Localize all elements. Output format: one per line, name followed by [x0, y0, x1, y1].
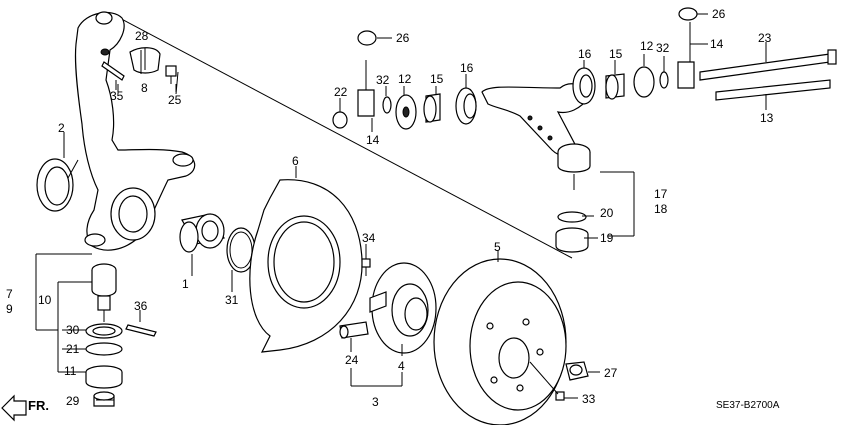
- small-nut: [100, 48, 110, 56]
- callout-1: 1: [182, 277, 189, 291]
- callout-18: 18: [654, 202, 668, 216]
- bushing-16-left: [455, 87, 477, 125]
- cotter-pin: [101, 61, 125, 92]
- callout-14-left: 14: [366, 133, 380, 147]
- sleeve-13: [715, 79, 831, 101]
- drawing-code: SE37-B2700A: [716, 400, 780, 411]
- callout-9: 9: [6, 302, 13, 316]
- boot-clip-ring: [85, 323, 123, 339]
- snap-ring: [85, 342, 123, 356]
- callout-29: 29: [66, 394, 80, 408]
- callout-3: 3: [372, 395, 379, 409]
- bolt-14-left: [357, 60, 375, 117]
- callout-numbers: 1 2 3 4 5 6 7 8 9 10 11 12 12 13 14 14 1…: [6, 7, 774, 409]
- callout-27: 27: [604, 366, 618, 380]
- bushing-12-left: [395, 94, 417, 130]
- callout-2: 2: [58, 121, 65, 135]
- nut-26-right: [678, 7, 698, 21]
- callout-15-left: 15: [430, 72, 444, 86]
- callout-16-left: 16: [460, 61, 474, 75]
- callout-26-left: 26: [396, 31, 410, 45]
- callout-4: 4: [398, 359, 405, 373]
- callout-5: 5: [494, 240, 501, 254]
- callout-33: 33: [582, 392, 596, 406]
- bolt-14-right: [677, 22, 695, 89]
- washer-32-right: [659, 71, 669, 89]
- callout-8: 8: [141, 81, 148, 95]
- bushing-15-left: [423, 93, 441, 123]
- callout-32-left: 32: [376, 73, 390, 87]
- callout-7: 7: [6, 287, 13, 301]
- front-hub: [369, 262, 437, 354]
- callout-26-right: 26: [712, 7, 726, 21]
- reference-line: [111, 13, 573, 259]
- callout-11: 11: [64, 364, 77, 378]
- bushing-15-right: [605, 73, 625, 100]
- boot-upper: [555, 227, 589, 253]
- bracket-3: [350, 368, 403, 387]
- brake-disc: [433, 258, 567, 425]
- callout-14-right: 14: [710, 37, 724, 51]
- front-direction-arrow-icon: [1, 394, 27, 422]
- callout-15-right: 15: [609, 47, 623, 61]
- callout-17: 17: [654, 187, 668, 201]
- callout-13: 13: [760, 111, 774, 125]
- callout-36: 36: [134, 299, 148, 313]
- callout-10: 10: [38, 293, 52, 307]
- bushing-12-right: [633, 66, 655, 98]
- callout-32-right: 32: [656, 41, 670, 55]
- nut-22: [332, 111, 348, 129]
- callout-23: 23: [758, 31, 772, 45]
- callout-34: 34: [362, 231, 376, 245]
- callout-25: 25: [168, 93, 182, 107]
- callout-22: 22: [334, 85, 348, 99]
- cotter-pin-lower: [125, 324, 157, 337]
- callout-30: 30: [66, 323, 80, 337]
- boot: [85, 365, 123, 389]
- callout-12-right: 12: [640, 39, 654, 53]
- callout-20: 20: [600, 206, 614, 220]
- steering-knuckle: [74, 11, 196, 251]
- bracket-17-18: [600, 171, 635, 237]
- ball-joint: [91, 263, 117, 322]
- direction-label: FR.: [28, 398, 49, 413]
- callout-16-right: 16: [578, 47, 592, 61]
- callout-6: 6: [292, 154, 299, 168]
- callout-24: 24: [345, 353, 359, 367]
- disc-screw: [529, 361, 565, 401]
- callout-19: 19: [600, 231, 614, 245]
- washer-32-left: [382, 96, 392, 114]
- sensor-bracket: [129, 47, 161, 74]
- hub-nut: [565, 361, 589, 381]
- castle-nut: [93, 391, 115, 407]
- bolt-34: [361, 244, 371, 268]
- leader-lines: [67, 13, 767, 401]
- dust-seal: [36, 132, 74, 212]
- snap-ring-upper: [557, 211, 587, 223]
- callout-12-left: 12: [398, 72, 412, 86]
- upper-ball-joint: [557, 143, 591, 190]
- bushing-16-right: [572, 67, 596, 105]
- callout-35: 35: [110, 89, 124, 103]
- splash-shield: [249, 179, 363, 353]
- callout-31: 31: [225, 293, 239, 307]
- wheel-stud: [339, 321, 369, 339]
- long-bolt-23: [699, 49, 837, 81]
- nut-26-left: [357, 30, 377, 46]
- callout-28: 28: [135, 29, 149, 43]
- hub-bearing: [179, 213, 225, 253]
- callout-brackets-left: [35, 253, 92, 373]
- callout-21: 21: [66, 342, 80, 356]
- upper-control-arm: [481, 83, 591, 157]
